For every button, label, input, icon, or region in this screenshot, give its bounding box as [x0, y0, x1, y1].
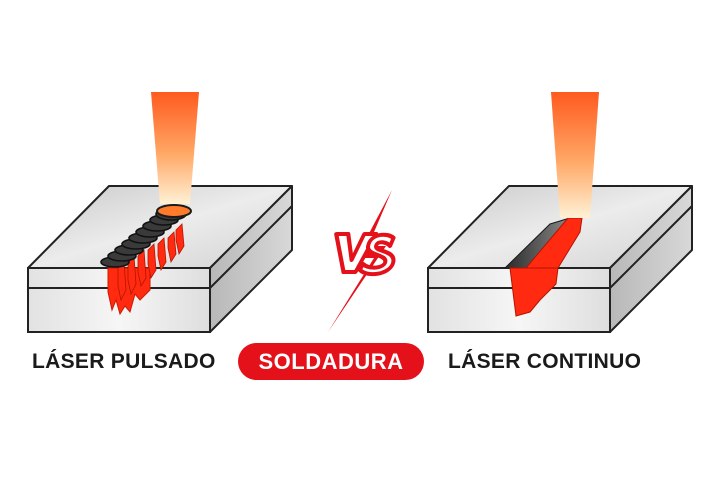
pulsed-active-spot [156, 204, 192, 218]
lightning-bolt-icon [328, 190, 392, 332]
pulsed-laser-label: LÁSER PULSADO [32, 350, 216, 373]
welding-badge: SOLDADURA [238, 343, 424, 380]
pulsed-block-side [209, 185, 293, 333]
pulsed-laser-diagram [27, 92, 293, 333]
continuous-laser-label: LÁSER CONTINUO [448, 350, 642, 373]
pulsed-weld-drips [117, 223, 185, 302]
vs-icon [334, 232, 396, 277]
versus-emblem [328, 190, 396, 332]
continuous-laser-beam [551, 92, 599, 218]
pulsed-laser-beam [151, 92, 199, 204]
continuous-laser-diagram [427, 92, 693, 333]
continuous-weld-penetration [509, 267, 559, 317]
continuous-block-side [609, 185, 693, 333]
